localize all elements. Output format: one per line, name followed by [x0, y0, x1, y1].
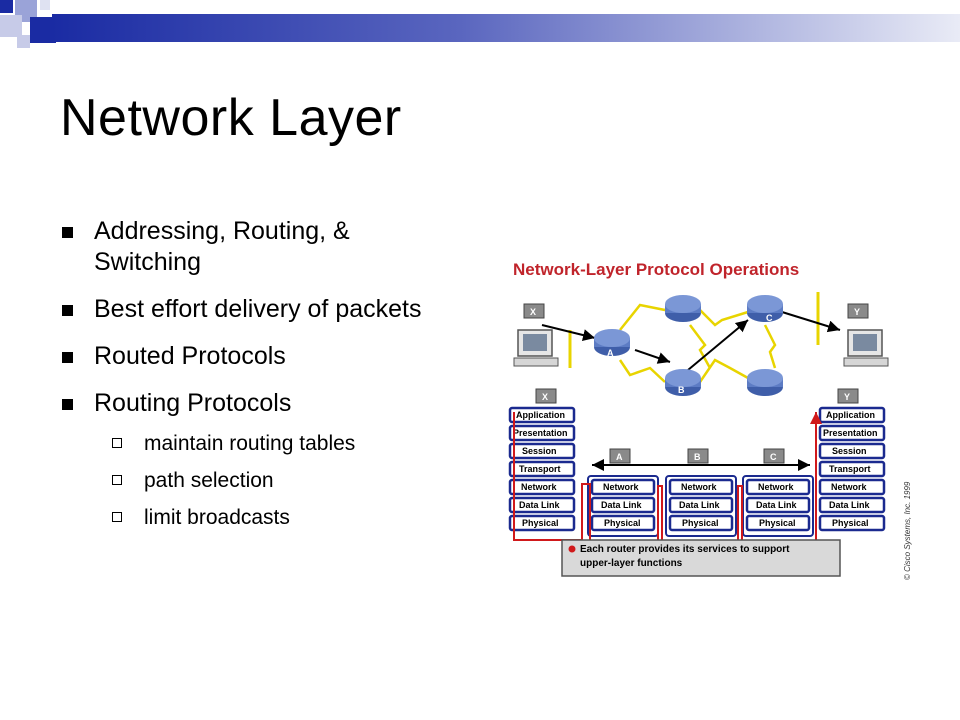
network-topology: X Y A B C [513, 292, 889, 396]
hollow-square-bullet-icon [112, 438, 122, 448]
layer-physical-c: Physical [759, 518, 796, 528]
note-line-2: upper-layer functions [580, 558, 683, 569]
decor-square-6 [40, 0, 50, 10]
layer-physical-a: Physical [604, 518, 641, 528]
square-bullet-icon [62, 227, 73, 238]
host-stack-x: Application Presentation Session Transpo… [508, 406, 576, 532]
layer-datalink-x: Data Link [519, 500, 561, 510]
square-bullet-icon [62, 305, 73, 316]
layer-transport-x: Transport [519, 464, 561, 474]
decor-square-4 [30, 17, 56, 43]
hollow-square-bullet-icon [112, 512, 122, 522]
sub-bullet-item: maintain routing tables [94, 431, 442, 456]
copyright-text: © Cisco Systems, Inc. 1999 [903, 481, 912, 580]
layer-datalink-y: Data Link [829, 500, 871, 510]
stack-a-label: A [616, 452, 623, 462]
network-layer-diagram: Network-Layer Protocol Operations X [508, 260, 912, 580]
layer-session-x: Session [522, 446, 557, 456]
computer-y-icon [843, 329, 889, 367]
note-box: Each router provides its services to sup… [561, 539, 841, 577]
layer-network-y: Network [831, 482, 868, 492]
host-x-label: X [530, 307, 536, 317]
sub-bullet-item: limit broadcasts [94, 505, 442, 530]
stack-c-label: C [770, 452, 777, 462]
router-b-icon [665, 369, 701, 396]
figure-title: Network-Layer Protocol Operations [513, 260, 799, 279]
layer-application-x: Application [516, 410, 565, 420]
data-path-line [513, 412, 822, 543]
decor-square-3 [0, 15, 22, 37]
host-y-label: Y [854, 307, 860, 317]
layer-datalink-a: Data Link [601, 500, 643, 510]
router-c-label: C [766, 313, 773, 323]
red-dot-icon [568, 545, 576, 553]
hollow-square-bullet-icon [112, 475, 122, 485]
layer-network-a: Network [603, 482, 640, 492]
layer-physical-b: Physical [682, 518, 719, 528]
layer-network-x: Network [521, 482, 558, 492]
router-stack-a: Network Data Link Physical [587, 475, 659, 537]
slide-title: Network Layer [60, 89, 402, 147]
sub-bullet-item: path selection [94, 468, 442, 493]
host-stack-y: Application Presentation Session Transpo… [818, 406, 886, 532]
layer-session-y: Session [832, 446, 867, 456]
layer-datalink-c: Data Link [756, 500, 798, 510]
router-top-icon [665, 295, 701, 322]
bullet-item: Routed Protocols [62, 341, 442, 372]
bullet-list: Addressing, Routing, & Switching Best ef… [62, 216, 442, 546]
router-b-label: B [678, 385, 685, 395]
bullet-item: Addressing, Routing, & Switching [62, 216, 442, 278]
router-stack-b: Network Data Link Physical [665, 475, 737, 537]
layer-network-c: Network [758, 482, 795, 492]
stack-b-label: B [694, 452, 701, 462]
stack-x-label: X [542, 392, 548, 402]
stack-y-label: Y [844, 392, 850, 402]
router-bottom-icon [747, 369, 783, 396]
sub-bullet-list: maintain routing tables path selection l… [94, 431, 442, 530]
router-stack-c: Network Data Link Physical [742, 475, 814, 537]
layer-datalink-b: Data Link [679, 500, 721, 510]
note-line-1: Each router provides its services to sup… [580, 544, 790, 555]
router-a-label: A [607, 348, 614, 358]
square-bullet-icon [62, 399, 73, 410]
header-band [52, 14, 960, 42]
decor-square-5 [17, 35, 30, 48]
layer-application-y: Application [826, 410, 875, 420]
decor-square-1 [0, 0, 13, 13]
layer-transport-y: Transport [829, 464, 871, 474]
layer-presentation-y: Presentation [823, 428, 878, 438]
router-a-icon [594, 329, 630, 356]
layer-network-b: Network [681, 482, 718, 492]
bullet-item: Routing Protocols maintain routing table… [62, 388, 442, 530]
layer-physical-y: Physical [832, 518, 869, 528]
router-c-icon [747, 295, 783, 322]
computer-x-icon [513, 329, 559, 367]
bullet-item: Best effort delivery of packets [62, 294, 442, 325]
square-bullet-icon [62, 352, 73, 363]
layer-presentation-x: Presentation [513, 428, 568, 438]
layer-physical-x: Physical [522, 518, 559, 528]
